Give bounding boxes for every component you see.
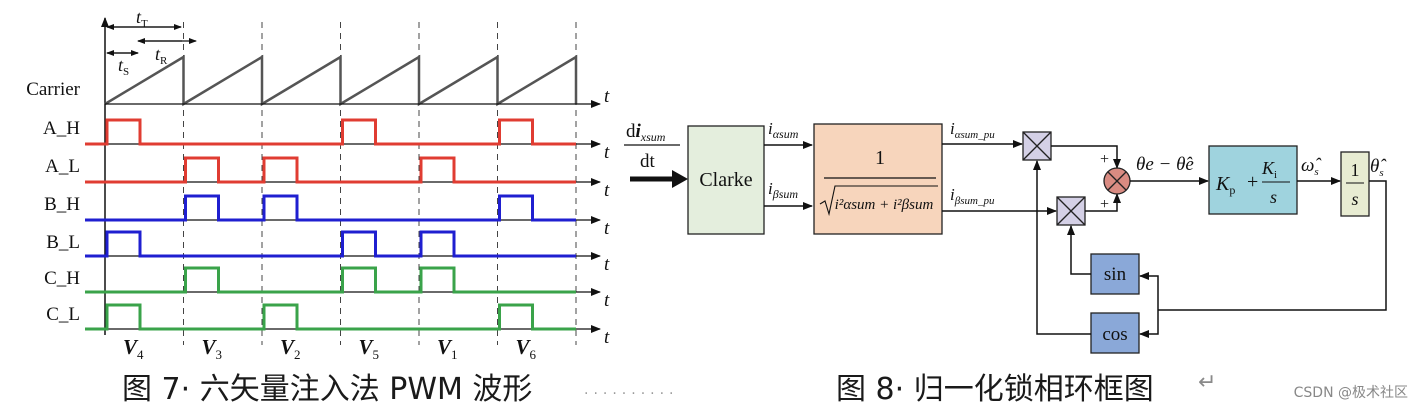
- watermark: CSDN @极术社区: [1293, 385, 1408, 401]
- row-label-carrier: Carrier: [26, 79, 80, 100]
- vector-label-0: V4: [123, 335, 144, 362]
- tR-label: tR: [155, 44, 168, 67]
- caption-leader-dots: ··········: [584, 386, 679, 402]
- row-label-c-h: C_H: [44, 268, 80, 289]
- input-denominator: dt: [640, 151, 656, 172]
- clarke-label: Clarke: [699, 169, 752, 191]
- trace-b-h: [85, 194, 576, 222]
- trace-a-l: [85, 156, 576, 184]
- pwm-traces: [85, 118, 576, 331]
- trace-c-l: [85, 303, 576, 331]
- normalization-block: [813, 123, 943, 235]
- figure7-caption: 图 7· 六矢量注入法 PWM 波形: [122, 372, 533, 407]
- row-label-a-l: A_L: [45, 156, 80, 177]
- cos-to-multiplier: [1033, 160, 1091, 335]
- vector-label-4: V1: [437, 335, 458, 362]
- vector-label-1: V3: [202, 335, 223, 362]
- feedback-line: [1158, 180, 1387, 311]
- feedback-to-sin: [1139, 272, 1159, 310]
- integrator-den: s: [1351, 189, 1358, 209]
- phase-error-label: θe − θ̂e: [1136, 154, 1194, 175]
- time-axis-label-4: t: [604, 254, 610, 275]
- i-alpha-pu-label: iαsum_pu: [950, 119, 995, 141]
- time-axis-label-6: t: [604, 327, 610, 348]
- time-axis-label-5: t: [604, 290, 610, 311]
- trace-c-h: [85, 266, 576, 294]
- upper-product-path: [1051, 145, 1121, 169]
- pi-controller-block: [1208, 145, 1298, 215]
- tS-label: tS: [118, 55, 129, 78]
- time-axis-label-2: t: [604, 180, 610, 201]
- vector-label-3: V5: [359, 335, 380, 362]
- figure8-caption: 图 8· 归一化锁相环框图: [836, 372, 1154, 407]
- plus-sign-lower: +: [1100, 196, 1109, 213]
- pi-kp: Kp: [1215, 173, 1235, 197]
- return-mark-icon: ↵: [1198, 370, 1217, 395]
- pll-block-diagram: dixsum dt Clarke iαsum iβsum 1 i²αsum + …: [624, 119, 1387, 354]
- row-label-b-l: B_L: [46, 232, 80, 253]
- trace-a-h: [85, 118, 576, 146]
- integrator-num: 1: [1351, 160, 1360, 180]
- time-axis-label-3: t: [604, 218, 610, 239]
- feedback-to-cos: [1139, 310, 1159, 338]
- i-beta-sum-label: iβsum: [768, 179, 798, 201]
- sin-label: sin: [1104, 264, 1127, 285]
- vector-label-5: V6: [516, 335, 537, 362]
- time-axis-label-0: t: [604, 86, 610, 107]
- vector-label-2: V2: [280, 335, 301, 362]
- pi-ki: Ki: [1261, 158, 1277, 181]
- clarke-block: [687, 125, 765, 235]
- carrier-sawtooth: [104, 54, 578, 107]
- lower-product-path: [1085, 193, 1121, 212]
- input-numerator: dixsum: [626, 121, 666, 144]
- sqrt-sign: [819, 185, 938, 217]
- sin-to-multiplier: [1067, 225, 1091, 275]
- time-axis-label-1: t: [604, 142, 610, 163]
- integrator-block: [1340, 151, 1370, 217]
- norm-denominator: i²αsum + i²βsum: [835, 197, 934, 213]
- cos-block: [1090, 312, 1140, 354]
- voltage-vector-labels: V4 V3 V2 V5 V1 V6: [123, 335, 537, 362]
- norm-numerator: 1: [875, 147, 885, 169]
- row-label-a-h: A_H: [43, 118, 80, 139]
- pi-s: s: [1270, 187, 1277, 207]
- plus-sign-upper: +: [1100, 151, 1109, 168]
- cos-label: cos: [1102, 324, 1127, 345]
- row-label-c-l: C_L: [46, 304, 80, 325]
- i-alpha-sum-label: iαsum: [768, 119, 799, 141]
- theta-label: θ̂s: [1370, 156, 1387, 179]
- tT-label: tT: [136, 7, 148, 30]
- omega-label: ω̂s: [1301, 155, 1322, 178]
- i-beta-pu-label: iβsum_pu: [950, 185, 995, 207]
- trace-b-l: [85, 230, 576, 258]
- row-label-b-h: B_H: [44, 194, 80, 215]
- pi-plus: +: [1247, 171, 1258, 193]
